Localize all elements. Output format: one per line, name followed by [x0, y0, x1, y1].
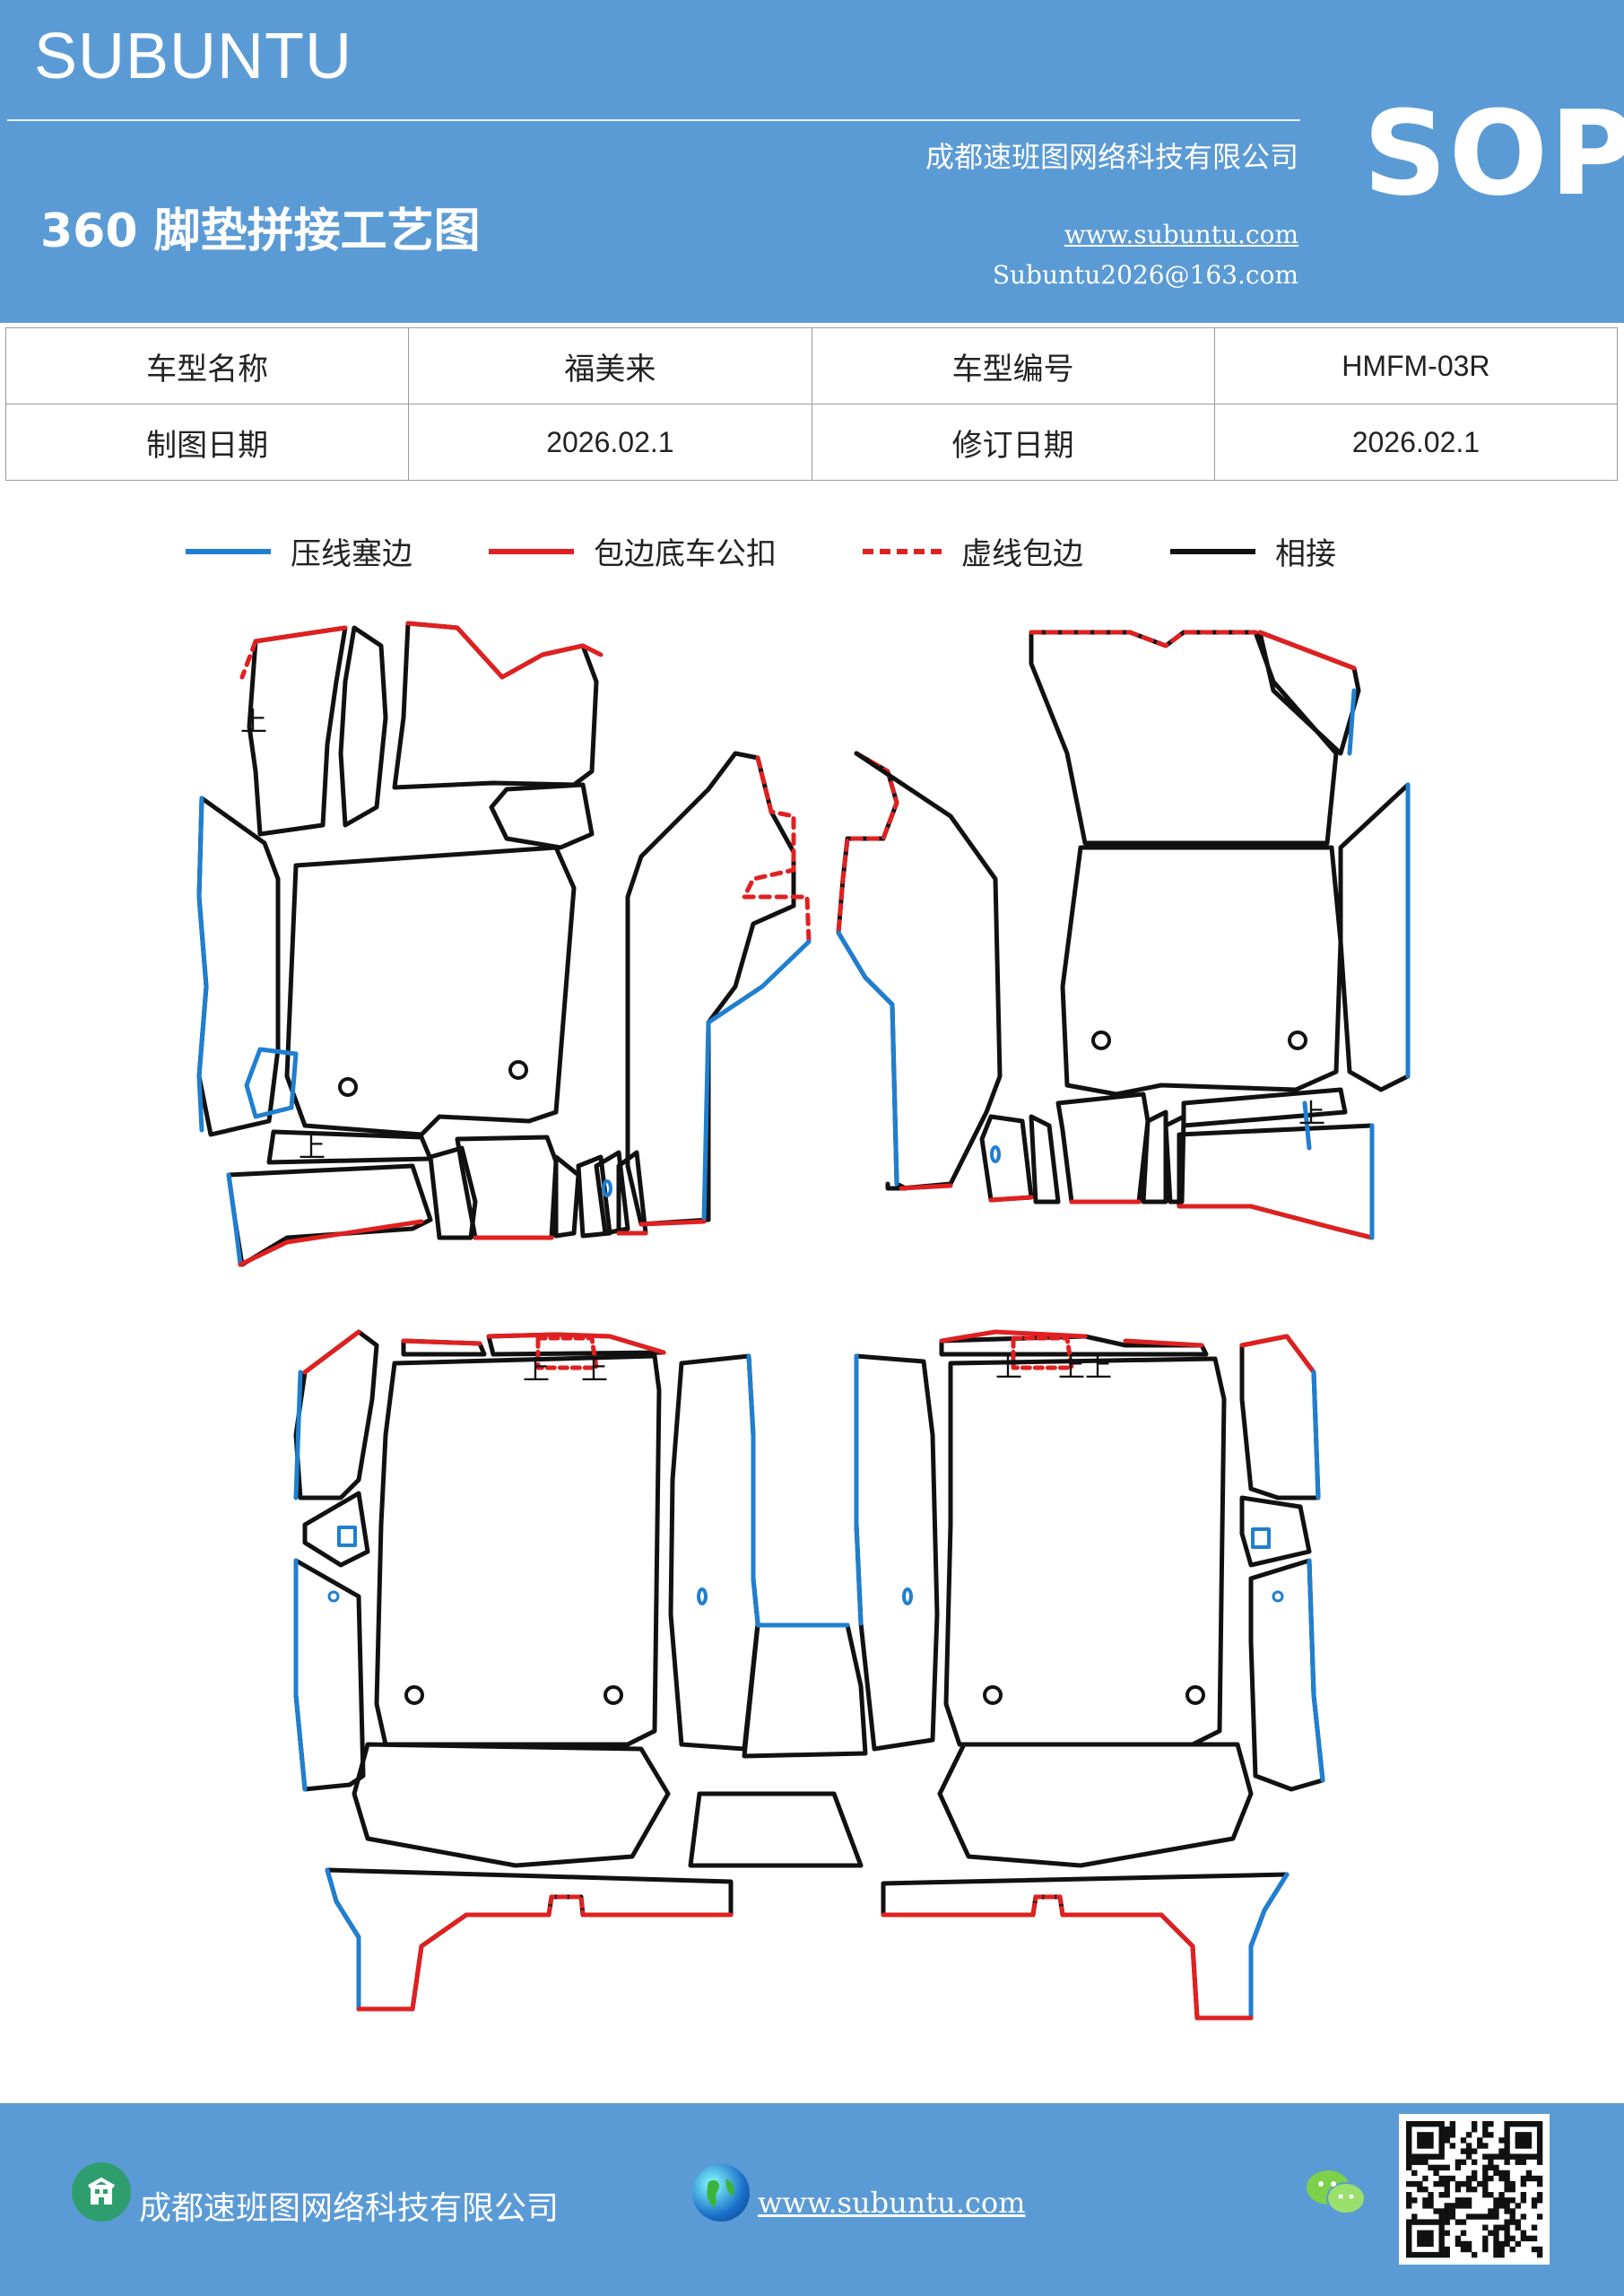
table-row: 制图日期 2026.02.1 修订日期 2026.02.1 [4, 404, 1619, 481]
legend-swatch [186, 548, 271, 554]
qr-code[interactable] [1399, 2114, 1550, 2265]
front-left-mat-group [196, 621, 812, 1267]
table-cell: 修订日期 [811, 404, 1215, 481]
direction-mark: 上 [1085, 1352, 1112, 1384]
legend-item-blue: 压线塞边 [186, 529, 413, 573]
legend-item-red: 包边底车公扣 [489, 529, 777, 573]
line-legend: 压线塞边 包边底车公扣 虚线包边 相接 [0, 529, 1624, 574]
legend-swatch [489, 548, 574, 554]
table-cell: HMFM-03R [1213, 327, 1619, 404]
direction-mark: 上 [299, 1133, 326, 1164]
document-title: 360 脚垫拼接工艺图 [40, 204, 481, 258]
table-cell: 2026.02.1 [1213, 404, 1619, 481]
footer-website-link[interactable]: www.subuntu.com [758, 2186, 1026, 2220]
footer-company-name: 成都速班图网络科技有限公司 [139, 2190, 560, 2227]
legend-swatch [1170, 548, 1255, 554]
legend-item-red-dashed: 虚线包边 [863, 529, 1083, 573]
table-cell: 2026.02.1 [408, 404, 812, 481]
legend-item-black: 相接 [1170, 529, 1336, 573]
legend-swatch [863, 548, 942, 554]
legend-label: 包边底车公扣 [594, 536, 777, 572]
email-address[interactable]: Subuntu2026@163.com [992, 260, 1298, 290]
header-banner: SUBUNTU 成都速班图网络科技有限公司 360 脚垫拼接工艺图 www.su… [0, 0, 1624, 323]
brand-name: SUBUNTU [34, 21, 353, 92]
table-cell: 福美来 [408, 327, 812, 404]
footer-banner: 成都速班图网络科技有限公司 www.subuntu.com [0, 2103, 1624, 2296]
front-right-mat-group [836, 630, 1411, 1240]
direction-mark: 上 [1058, 1352, 1085, 1384]
vehicle-info-table: 车型名称 福美来 车型编号 HMFM-03R 制图日期 2026.02.1 修订… [4, 327, 1619, 481]
direction-mark: 上 [581, 1355, 608, 1387]
table-row: 车型名称 福美来 车型编号 HMFM-03R [4, 327, 1619, 404]
building-icon [72, 2162, 131, 2222]
direction-mark: 上 [240, 707, 267, 738]
direction-mark: 上 [995, 1352, 1022, 1384]
qr-code-image [1406, 2121, 1543, 2258]
company-name: 成都速班图网络科技有限公司 [925, 140, 1298, 174]
legend-label: 相接 [1275, 536, 1336, 572]
table-cell: 车型名称 [4, 327, 410, 404]
legend-label: 虚线包边 [961, 536, 1083, 572]
rear-right-mat-group [854, 1329, 1325, 2021]
legend-label: 压线塞边 [291, 536, 413, 572]
rear-left-mat-group [293, 1329, 868, 2012]
globe-icon [692, 2164, 750, 2222]
wechat-icon[interactable] [1305, 2166, 1368, 2220]
table-cell: 制图日期 [4, 404, 410, 481]
direction-mark: 上 [523, 1355, 550, 1387]
table-cell: 车型编号 [811, 327, 1215, 404]
sop-badge: SOP [1363, 85, 1624, 222]
website-link[interactable]: www.subuntu.com [1064, 220, 1298, 249]
direction-mark: 上 [1298, 1099, 1325, 1130]
header-divider [7, 119, 1300, 121]
